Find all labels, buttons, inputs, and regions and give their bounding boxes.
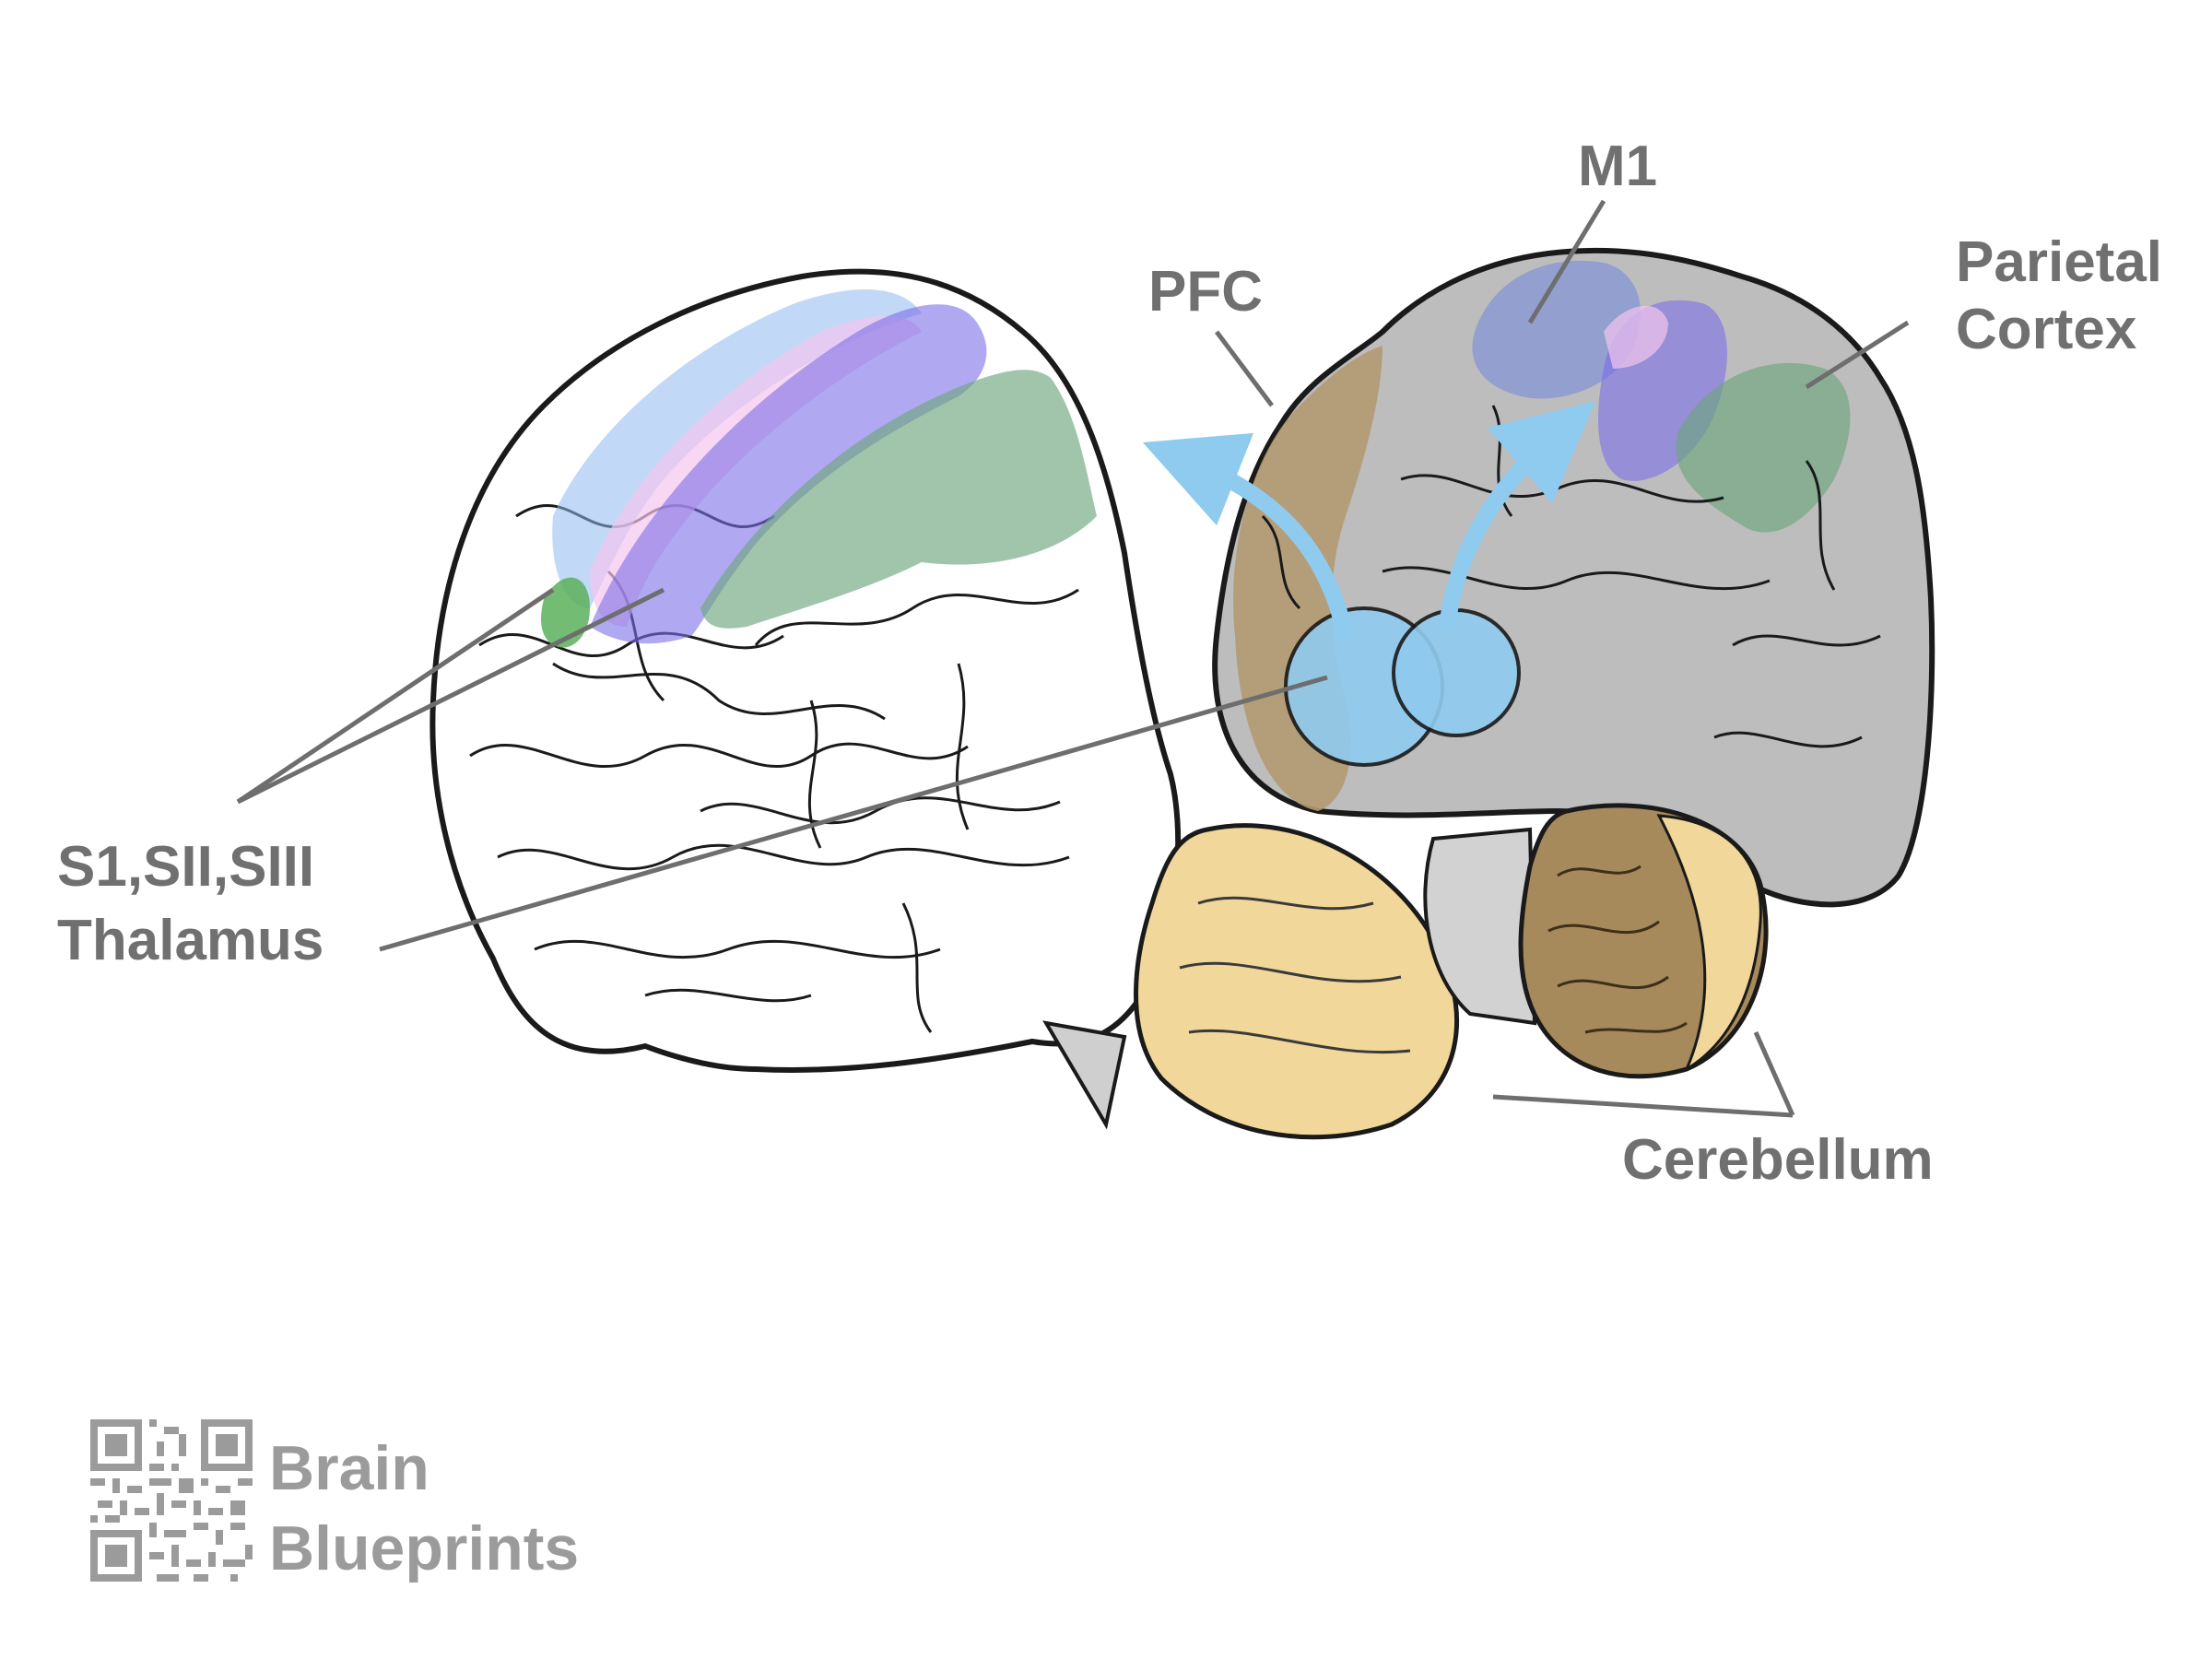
parietal-label-line1: Parietal bbox=[1956, 230, 2163, 294]
left-gyri bbox=[469, 504, 1079, 1033]
brand-name: Brain Blueprints bbox=[269, 1429, 579, 1589]
pfc-label: PFC bbox=[1148, 260, 1263, 324]
small-green-spot bbox=[541, 577, 590, 648]
right-parietal-green-area bbox=[1676, 362, 1851, 533]
right-pink-area bbox=[1604, 305, 1668, 369]
left-brain-lateral-view bbox=[429, 268, 1182, 1073]
cerebellum-tan-left bbox=[1134, 823, 1460, 1140]
leader-m1 bbox=[1527, 199, 1606, 324]
motor-cortex-purple-area bbox=[590, 304, 987, 644]
left-cerebellum bbox=[1042, 823, 1460, 1140]
thalamus-label: Thalamus bbox=[57, 909, 324, 972]
parietal-green-area bbox=[700, 370, 1097, 629]
m1-blue-area bbox=[1472, 260, 1641, 399]
qr-code-icon bbox=[90, 1419, 253, 1582]
parietal-cortex-label: Parietal Cortex bbox=[1956, 229, 2162, 363]
cerebellum-label: Cerebellum bbox=[1622, 1128, 1934, 1192]
somatosensory-label: S1,SII,SIII bbox=[57, 835, 315, 899]
brand-line1: Brain bbox=[269, 1433, 429, 1503]
leader-lines bbox=[236, 199, 1910, 1118]
brainstem-right-gray bbox=[1423, 827, 1537, 1026]
leader-thalamus bbox=[379, 675, 1328, 952]
cerebellum-right-tan-cap bbox=[1656, 814, 1762, 1073]
right-cerebellum bbox=[1423, 803, 1769, 1079]
leader-s1-b bbox=[236, 587, 665, 805]
leader-parietal bbox=[1805, 320, 1910, 390]
arrow-to-pfc bbox=[1142, 432, 1354, 638]
brainstem-gray-piece bbox=[1042, 1020, 1127, 1130]
leader-cereb-b bbox=[1753, 1030, 1795, 1117]
right-brain-medial-view bbox=[1142, 247, 1936, 908]
parietal-label-line2: Cortex bbox=[1956, 298, 2137, 362]
m1-label: M1 bbox=[1578, 135, 1658, 198]
arrow-to-m1 bbox=[1439, 400, 1595, 629]
thalamus-right-circle bbox=[1392, 608, 1521, 737]
leader-pfc bbox=[1215, 330, 1274, 407]
leader-s1-a bbox=[236, 587, 555, 805]
brand-line2: Blueprints bbox=[269, 1513, 580, 1584]
leader-cereb-a bbox=[1492, 1094, 1794, 1118]
